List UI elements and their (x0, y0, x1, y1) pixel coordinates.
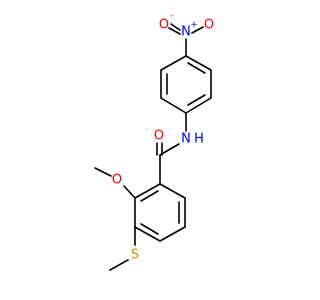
bond-n-o-right (191, 26, 204, 34)
charge-nitro-o-minus: - (170, 11, 173, 21)
nitro-group-bonds (168, 23, 204, 57)
thiomethyl-bonds (109, 226, 136, 271)
bond-n-o-left-b (170, 23, 181, 31)
atom-nitro-o-left: O (159, 18, 169, 33)
methoxy-bonds (94, 167, 136, 199)
benzamide-ring (134, 183, 186, 242)
ring2-bond-3 (159, 226, 186, 242)
atom-carbonyl-o: O (154, 129, 164, 144)
charge-nitro-n-plus: + (190, 20, 198, 30)
bond-methoxy-o-ch3 (94, 167, 112, 177)
atom-amide-h: H (194, 132, 204, 147)
bond-ring-methoxy-o (123, 185, 136, 199)
bond-amide-n-c (159, 143, 180, 156)
ring1-bond-3 (185, 97, 212, 114)
ring2-inner-3 (140, 190, 159, 202)
atom-methoxy-o: O (112, 173, 122, 188)
molecule-structure: O - N + O N H O O S (94, 11, 214, 271)
ring1-bond-4 (160, 97, 187, 114)
bond-s-ch3 (109, 259, 129, 271)
atom-labels: O - N + O N H O O S (112, 11, 214, 263)
ring1-inner-2 (187, 94, 206, 106)
ring1-bond-6 (160, 55, 187, 71)
atom-nitro-o-right: O (204, 18, 214, 33)
atom-nitro-n: N (181, 25, 191, 40)
ring1-inner-1 (187, 62, 206, 74)
ring2-bond-6 (134, 183, 161, 199)
ring2-bond-4 (134, 226, 161, 242)
molecule-diagram: O - N + O N H O O S (94, 11, 214, 271)
ring2-inner-2 (140, 223, 159, 235)
amide-bonds (156, 112, 187, 185)
atom-amide-n: N (181, 132, 191, 147)
ring2-bond-1 (159, 183, 186, 199)
bond-n-o-left-a (168, 27, 181, 35)
atom-thioether-s: S (131, 248, 139, 263)
nitrophenyl-ring (160, 55, 212, 114)
ring1-bond-1 (185, 55, 212, 71)
